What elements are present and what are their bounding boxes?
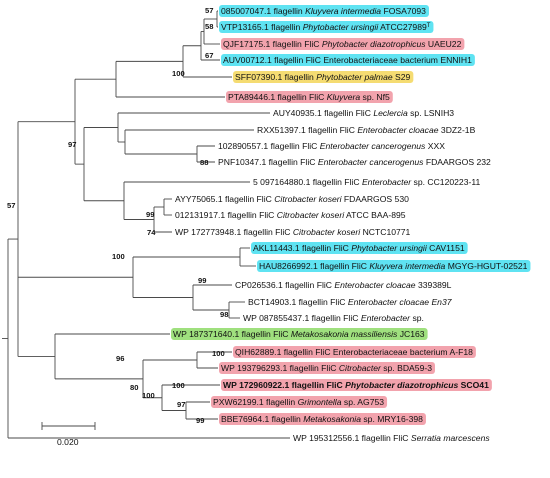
leaf-label: AUV00712.1 flagellin FliC Enterobacteria… xyxy=(223,55,472,65)
leaf-highlight-pink xyxy=(226,91,393,103)
leaf-highlights xyxy=(171,5,531,425)
bootstrap-values: 57 58 67 100 88 97 57 99 74 100 99 98 100 100 100 96 80 9… xyxy=(7,6,228,425)
leaf-label: WP 087855437.1 flagellin FliC Enterobact… xyxy=(243,313,424,323)
leaf-label: QIH62889.1 flagellin FliC Enterobacteria… xyxy=(235,347,473,357)
leaf-label: AYY75065.1 flagellin FliC Citrobacter ko… xyxy=(175,194,409,204)
leaf-label: WP 172960922.1 flagellin FliC Phytobacte… xyxy=(223,380,489,390)
leaf-highlight-cyan xyxy=(221,54,475,66)
leaf-label: SFF07390.1 flagellin Phytobacter palmae … xyxy=(235,72,411,82)
leaf-label: AKL11443.1 flagellin FliC Phytobacter ur… xyxy=(253,243,465,253)
leaf-label: VTP13165.1 flagellin Phytobacter ursingi… xyxy=(221,22,431,32)
bootstrap-value: 57 xyxy=(205,6,213,15)
bootstrap-value: 80 xyxy=(130,383,138,392)
leaf-label: 012131917.1 flagellin FliC Citrobacter k… xyxy=(175,210,406,220)
bootstrap-value: 98 xyxy=(220,310,228,319)
bootstrap-value: 57 xyxy=(7,201,15,210)
bootstrap-value: 99 xyxy=(196,416,204,425)
leaf-label: WP 193796293.1 flagellin FliC Citrobacte… xyxy=(221,363,432,373)
bootstrap-value: 67 xyxy=(205,51,213,60)
bootstrap-value: 97 xyxy=(68,140,76,149)
bootstrap-value: 100 xyxy=(142,391,155,400)
tree-branches xyxy=(2,10,290,439)
leaf-label: 102890557.1 flagellin FliC Enterobacter … xyxy=(218,141,445,151)
leaf-highlight-cyan xyxy=(219,21,434,33)
leaf-labels: 085007047.1 flagellin Kluyvera intermedi… xyxy=(173,6,528,443)
leaf-highlight-pink xyxy=(219,362,435,374)
leaf-label: BBE76964.1 flagellin Metakosakonia sp. M… xyxy=(221,414,423,424)
bootstrap-value: 96 xyxy=(116,354,124,363)
bootstrap-value: 100 xyxy=(212,349,225,358)
leaf-label: BCT14903.1 flagellin FliC Enterobacter c… xyxy=(248,297,453,307)
leaf-highlight-cyan xyxy=(251,242,468,254)
leaf-highlight-pink xyxy=(221,38,465,50)
bootstrap-value: 97 xyxy=(177,400,185,409)
bootstrap-value: 58 xyxy=(205,22,213,31)
leaf-highlight-cyan xyxy=(219,5,429,17)
leaf-label: WP 187371640.1 flagellin FliC Metakosako… xyxy=(173,329,425,339)
bootstrap-value: 100 xyxy=(172,69,185,78)
leaf-label: PXW62199.1 flagellin Grimontella sp. AG7… xyxy=(213,397,384,407)
leaf-highlight-pink xyxy=(233,346,476,358)
leaf-label: 085007047.1 flagellin Kluyvera intermedi… xyxy=(221,6,426,16)
leaf-label: 5 097164880.1 flagellin FliC Enterobacte… xyxy=(253,177,480,187)
leaf-highlight-yellow xyxy=(233,71,414,83)
leaf-label: CP026536.1 flagellin FliC Enterobacter c… xyxy=(235,280,452,290)
leaf-label: WP 195312556.1 flagellin FliC Serratia m… xyxy=(293,433,490,443)
leaf-label: RXX51397.1 flagellin FliC Enterobacter c… xyxy=(257,125,476,135)
bootstrap-value: 99 xyxy=(198,276,206,285)
leaf-highlight-pink xyxy=(219,413,426,425)
leaf-label: PTA89446.1 flagellin FliC Kluyvera sp. N… xyxy=(228,92,390,102)
leaf-label: QJF17175.1 flagellin FliC Phytobacter di… xyxy=(223,39,462,49)
bootstrap-value: 100 xyxy=(112,252,125,261)
scale-bar-label: 0.020 xyxy=(57,437,79,447)
leaf-label: WP 172773948.1 flagellin FliC Citrobacte… xyxy=(175,227,411,237)
bootstrap-value: 100 xyxy=(172,381,185,390)
leaf-highlight-cyan xyxy=(257,260,531,272)
leaf-highlight-pink xyxy=(211,396,388,408)
leaf-label: HAU8266992.1 flagellin FliC Kluyvera int… xyxy=(259,261,528,271)
bootstrap-value: 88 xyxy=(200,158,208,167)
leaf-highlight-pink xyxy=(221,379,492,391)
bootstrap-value: 99 xyxy=(146,210,154,219)
leaf-label: PNF10347.1 flagellin FliC Enterobacter c… xyxy=(218,157,491,167)
scale-bar: 0.020 xyxy=(41,422,96,447)
leaf-label: AUY40935.1 flagellin FliC Leclercia sp. … xyxy=(273,108,454,118)
bootstrap-value: 74 xyxy=(147,228,156,237)
leaf-highlight-green xyxy=(171,328,428,340)
